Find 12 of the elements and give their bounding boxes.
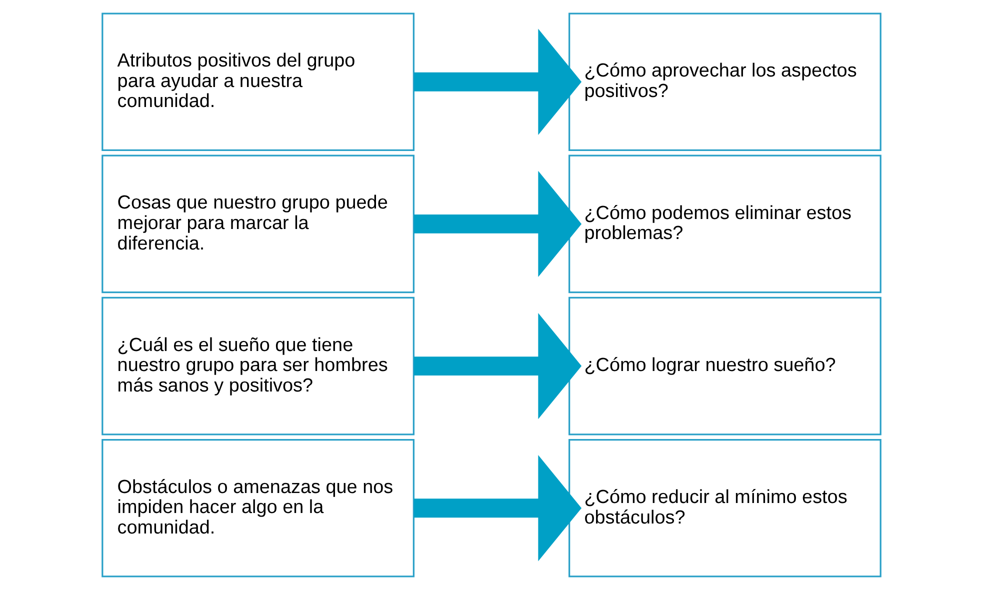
node-box: ¿Cómo podemos eliminar estos problemas? [568, 154, 881, 294]
arrow [413, 170, 582, 278]
node-box: Cosas que nuestro grupo puede mejorar para marcar la diferencia. [101, 154, 414, 294]
node-box: ¿Cuál es el sueño que tiene nuestro grupo para ser hombres más sanos y positivos? [101, 296, 414, 436]
node-box: Atributos positivos del grupo para ayudar a nuestra comunidad. [101, 12, 414, 151]
arrow [413, 28, 582, 135]
node-box: ¿Cómo aprovechar los aspectos positivos? [568, 12, 881, 151]
arrow [413, 455, 582, 562]
node-box: ¿Cómo lograr nuestro sueño? [568, 296, 881, 436]
node-box: Obstáculos o amenazas que nos impiden hacer algo en la comunidad. [101, 439, 414, 578]
arrow [413, 312, 582, 420]
node-box: ¿Cómo reducir al mínimo estos obstáculos? [568, 439, 881, 578]
